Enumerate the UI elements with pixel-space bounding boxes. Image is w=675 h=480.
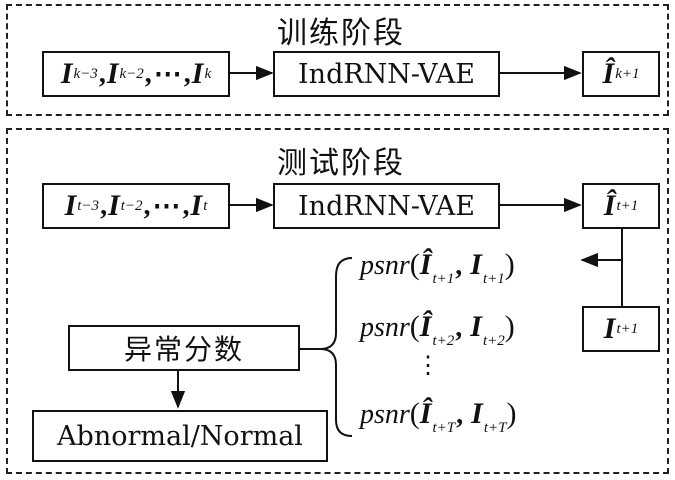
testing-title: 测试阶段	[277, 146, 405, 181]
train-model-box: IndRNN-VAE	[273, 51, 500, 97]
training-panel	[6, 4, 669, 116]
result-box: Abnormal/Normal	[32, 410, 328, 462]
test-model-box: IndRNN-VAE	[273, 183, 500, 229]
psnr-vdots: ⋮	[416, 353, 440, 379]
anomaly-score-box: 异常分数	[68, 325, 300, 371]
psnr-term-1: psnr(Ît+1, It+1)	[360, 248, 515, 287]
training-title: 训练阶段	[277, 16, 405, 51]
testing-panel	[6, 128, 669, 474]
psnr-term-2: psnr(Ît+2, It+2)	[360, 310, 515, 349]
psnr-term-T: psnr(Ît+T, It+T)	[360, 397, 517, 436]
